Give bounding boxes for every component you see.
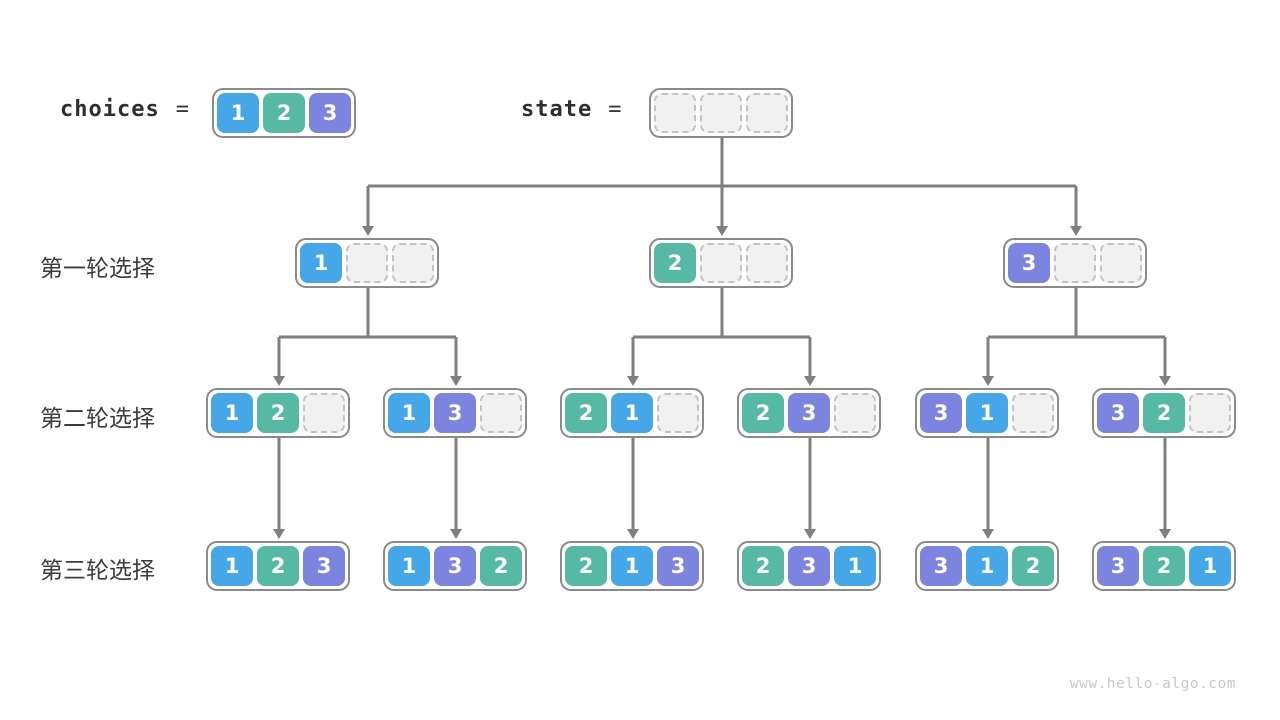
state-cell: 2 — [565, 393, 607, 433]
state-cell: 3 — [1097, 393, 1139, 433]
state-box-r3-4: 3 1 2 — [915, 541, 1059, 591]
state-cell: 3 — [434, 393, 476, 433]
state-cell: 3 — [1008, 243, 1050, 283]
state-cell: 2 — [654, 243, 696, 283]
choices-cell: 3 — [309, 93, 351, 133]
round-2-label: 第二轮选择 — [40, 405, 155, 431]
state-cell: 1 — [966, 546, 1008, 586]
state-box-r1-2: 3 — [1003, 238, 1147, 288]
state-box-r2-0: 1 2 — [206, 388, 350, 438]
state-cell: 1 — [611, 393, 653, 433]
state-cell — [657, 393, 699, 433]
state-cell: 2 — [257, 393, 299, 433]
state-box-r3-1: 1 3 2 — [383, 541, 527, 591]
state-cell — [700, 93, 742, 133]
state-cell: 2 — [742, 546, 784, 586]
round-3-label: 第三轮选择 — [40, 557, 155, 583]
choices-label: choices = — [60, 97, 190, 122]
state-box-r3-0: 1 2 3 — [206, 541, 350, 591]
state-cell: 2 — [1143, 393, 1185, 433]
state-box-r1-1: 2 — [649, 238, 793, 288]
state-box-r2-3: 2 3 — [737, 388, 881, 438]
choices-cell: 1 — [217, 93, 259, 133]
state-cell — [654, 93, 696, 133]
state-cell: 2 — [480, 546, 522, 586]
state-cell: 1 — [388, 546, 430, 586]
state-cell: 1 — [300, 243, 342, 283]
state-cell — [480, 393, 522, 433]
state-cell: 2 — [1012, 546, 1054, 586]
state-box-r3-2: 2 1 3 — [560, 541, 704, 591]
state-cell: 1 — [966, 393, 1008, 433]
state-cell: 3 — [657, 546, 699, 586]
state-cell — [746, 93, 788, 133]
state-cell: 2 — [565, 546, 607, 586]
state-cell: 2 — [742, 393, 784, 433]
state-cell: 1 — [1189, 546, 1231, 586]
state-cell — [303, 393, 345, 433]
state-cell — [392, 243, 434, 283]
state-cell: 2 — [257, 546, 299, 586]
state-cell — [1054, 243, 1096, 283]
state-label-text: state — [521, 97, 593, 122]
state-cell: 3 — [303, 546, 345, 586]
state-cell: 3 — [1097, 546, 1139, 586]
state-box-r2-1: 1 3 — [383, 388, 527, 438]
state-cell — [1100, 243, 1142, 283]
state-cell: 3 — [920, 546, 962, 586]
state-box-root — [649, 88, 793, 138]
choices-cell: 2 — [263, 93, 305, 133]
connector-lines — [277, 138, 1167, 531]
state-box-r3-3: 2 3 1 — [737, 541, 881, 591]
state-cell: 1 — [211, 546, 253, 586]
state-cell: 3 — [920, 393, 962, 433]
state-cell — [700, 243, 742, 283]
state-cell — [834, 393, 876, 433]
state-box-r1-0: 1 — [295, 238, 439, 288]
state-cell — [1012, 393, 1054, 433]
state-cell: 1 — [611, 546, 653, 586]
choices-box: 1 2 3 — [212, 88, 356, 138]
state-equals-sign: = — [608, 97, 623, 122]
state-cell: 3 — [788, 546, 830, 586]
state-box-r2-5: 3 2 — [1092, 388, 1236, 438]
state-box-r2-4: 3 1 — [915, 388, 1059, 438]
state-cell: 1 — [211, 393, 253, 433]
state-cell — [1189, 393, 1231, 433]
state-cell: 1 — [834, 546, 876, 586]
choices-equals-sign: = — [175, 97, 190, 122]
state-cell — [746, 243, 788, 283]
state-cell: 3 — [434, 546, 476, 586]
choices-label-text: choices — [60, 97, 160, 122]
state-label: state = — [521, 97, 622, 122]
watermark: www.hello-algo.com — [1069, 676, 1236, 692]
round-1-label: 第一轮选择 — [40, 255, 155, 281]
state-cell — [346, 243, 388, 283]
state-box-r3-5: 3 2 1 — [1092, 541, 1236, 591]
state-cell: 3 — [788, 393, 830, 433]
state-cell: 1 — [388, 393, 430, 433]
state-box-r2-2: 2 1 — [560, 388, 704, 438]
state-cell: 2 — [1143, 546, 1185, 586]
